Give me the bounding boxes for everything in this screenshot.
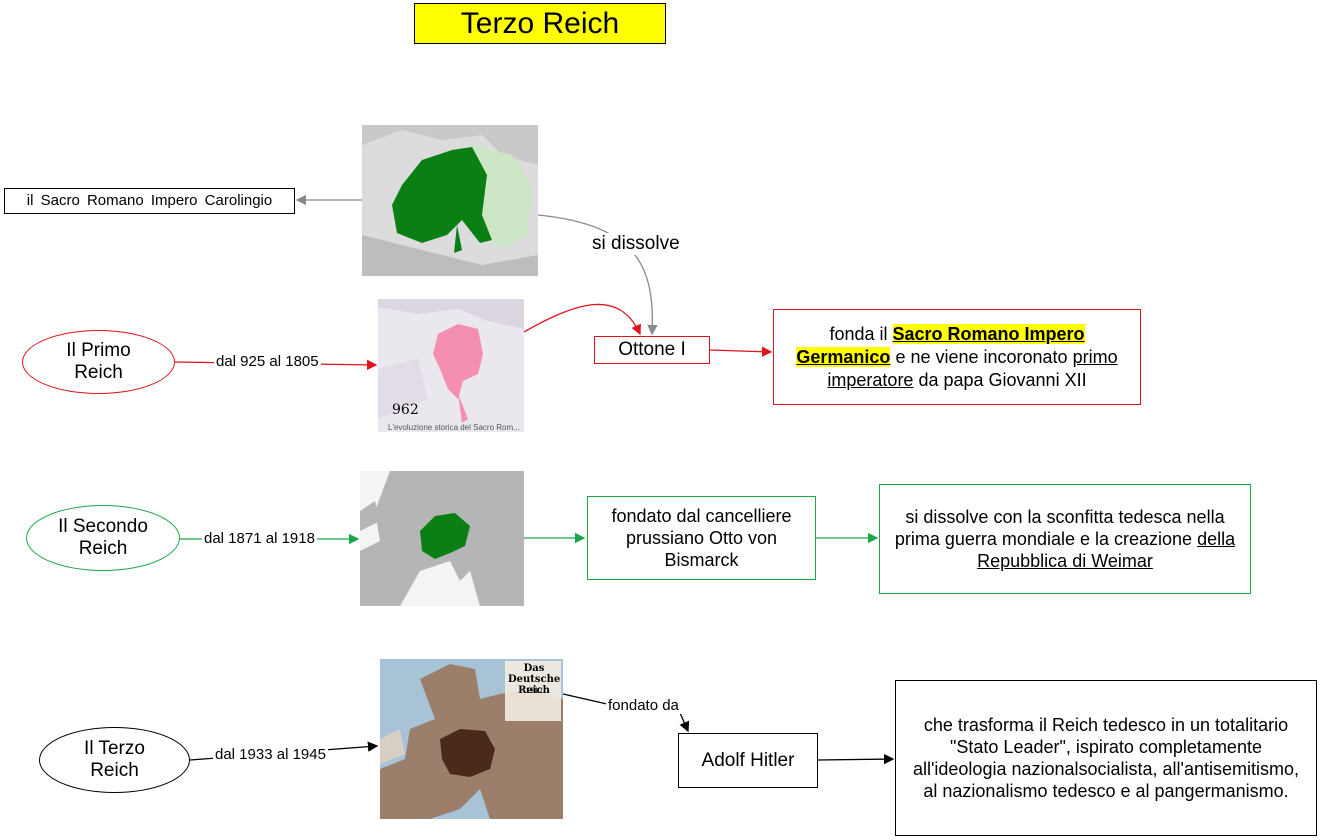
fonda-highlight-2: Germanico (796, 346, 891, 367)
fonda-post: da papa Giovanni XII (913, 369, 1087, 390)
ottone-box: Ottone I (594, 336, 710, 364)
primo-reich-label: Il Primo Reich (66, 340, 131, 383)
fonda-underline: primo imperatore (827, 346, 1118, 390)
holy-roman-empire-map: 962 L'evoluzione storica del Sacro Rom..… (378, 299, 524, 432)
third-reich-map: Das Deutsche Reich 1942 (380, 659, 563, 819)
primo-period-label: dal 925 al 1805 (214, 353, 321, 370)
bismarck-text: fondato dal cancelliere prussiano Otto v… (611, 506, 792, 570)
page-title: Terzo Reich (414, 3, 666, 44)
carolingian-empire-map (362, 125, 538, 276)
arrow-ottone-fonda (709, 346, 773, 357)
arrow-map4-hitler (562, 693, 608, 705)
fonda-mid: e ne viene incoronato (890, 346, 1068, 367)
stato-leader-text: che trasforma il Reich tedesco in un tot… (912, 715, 1300, 801)
fondato-da-label: fondato da (606, 697, 681, 714)
map-caption: L'evoluzione storica del Sacro Rom... (388, 423, 520, 432)
secondo-period-label: dal 1871 al 1918 (202, 530, 317, 547)
terzo-reich-label: Il Terzo Reich (84, 738, 145, 781)
weimar-underline: della Repubblica di Weimar (977, 529, 1236, 571)
terzo-reich-oval: Il Terzo Reich (39, 727, 190, 793)
primo-reich-oval: Il Primo Reich (22, 330, 175, 394)
map3-year: 1942 (525, 687, 543, 695)
carolingio-box: il Sacro Romano Impero Carolingio (4, 188, 295, 214)
arrow-hitler-leader (817, 753, 895, 765)
map-year-label: 962 (392, 402, 419, 418)
bismarck-box: fondato dal cancelliere prussiano Otto v… (587, 496, 816, 580)
si-dissolve-label: si dissolve (590, 233, 682, 255)
fonda-pre: fonda il (829, 323, 893, 344)
weimar-text: si dissolve con la sconfitta tedesca nel… (894, 507, 1225, 549)
german-empire-map (360, 471, 524, 606)
fonda-box: fonda il Sacro Romano Impero Germanico e… (773, 309, 1141, 405)
fonda-highlight-1: Sacro Romano Impero (892, 323, 1085, 344)
weimar-box: si dissolve con la sconfitta tedesca nel… (879, 484, 1251, 594)
hitler-box: Adolf Hitler (678, 733, 818, 788)
secondo-reich-oval: Il Secondo Reich (26, 505, 180, 571)
terzo-period-label: dal 1933 al 1945 (213, 746, 328, 763)
stato-leader-box: che trasforma il Reich tedesco in un tot… (895, 680, 1317, 836)
map3-title: Das Deutsche Reich (508, 663, 561, 696)
arrow-map2-ottone (523, 303, 641, 336)
secondo-reich-label: Il Secondo Reich (58, 516, 148, 559)
